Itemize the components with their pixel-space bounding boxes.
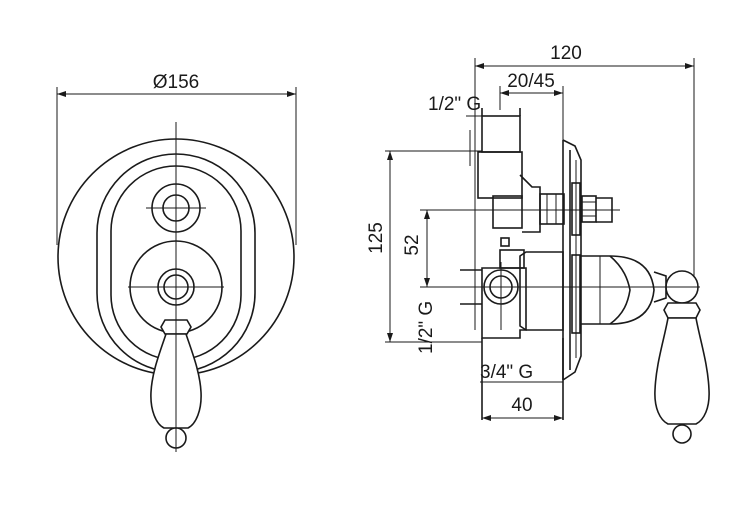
wall-plate (562, 139, 582, 381)
body-width-dimension: 40 (482, 395, 563, 421)
height-label: 125 (366, 222, 387, 254)
depth-dimension: 120 (474, 43, 695, 330)
side-view: 120 20/45 1/2" G 125 (366, 43, 710, 444)
side-center-lines (425, 130, 700, 330)
valve-body (477, 108, 564, 420)
body-width-label: 40 (511, 395, 532, 416)
adjust-range-dimension: 20/45 (499, 71, 564, 140)
side-inlet-label: 1/2" G (416, 301, 437, 354)
front-diameter-label: Ø156 (153, 72, 199, 93)
adjust-range-label: 20/45 (507, 71, 555, 92)
side-lever-handle (654, 302, 710, 444)
outlet-label: 3/4" G (480, 362, 533, 383)
upper-stem (539, 193, 613, 225)
depth-label: 120 (550, 43, 582, 64)
height-dimension: 125 (366, 150, 482, 343)
front-diameter-dimension: Ø156 (56, 72, 297, 245)
front-center-lines (128, 122, 224, 452)
top-inlet-label: 1/2" G (428, 94, 481, 115)
front-view: Ø156 (56, 72, 297, 452)
axis-offset-label: 52 (402, 234, 423, 255)
